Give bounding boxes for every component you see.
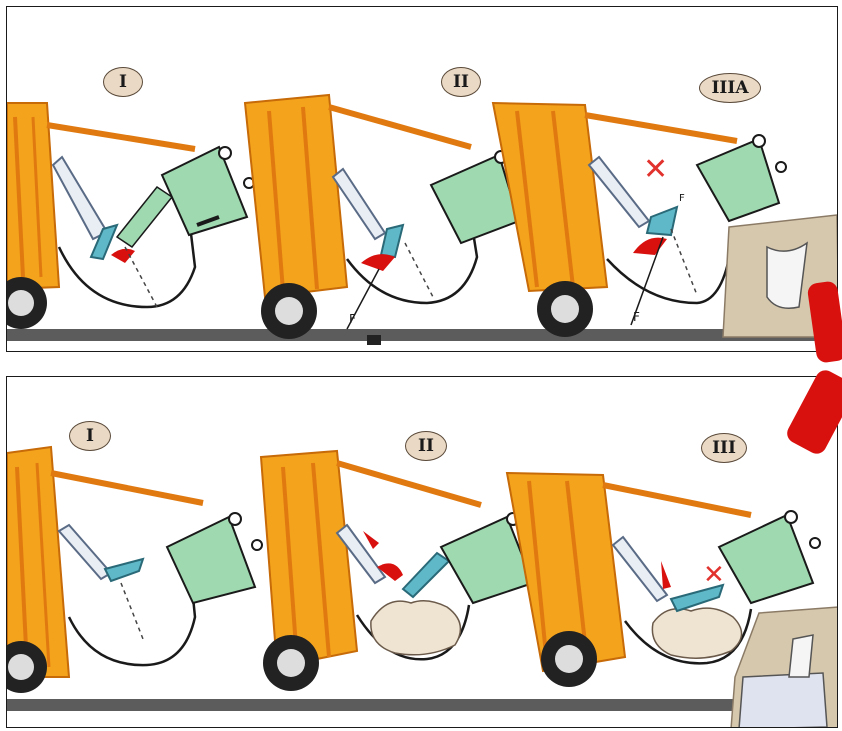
top-sketch-drawing: F F F ✕ [7,7,838,352]
wheel-icon [8,654,34,680]
red-arrow-icon [111,249,135,263]
bin-stage-1-bottom [167,517,255,603]
ground-strip [7,329,838,341]
waste-pile [652,608,741,658]
red-arrow-icon [363,531,379,549]
red-arrow-icon [361,254,395,271]
truck-stage-3a: F F ✕ [493,103,838,337]
bottom-sketch-panel: ✕ I II III [6,376,838,728]
force-label: F [679,193,685,204]
truck-stage-2-bottom [261,451,540,691]
truck-stage-1-bottom [7,447,262,693]
truck-stage-3-bottom: ✕ [507,473,838,728]
truck-stage-1 [7,103,254,329]
cross-mark-icon: ✕ [643,152,668,187]
stage-label-3-bottom: III [701,433,747,463]
red-arrow-icon [661,561,671,589]
truck-stage-2: F [245,95,524,339]
wheel-icon [277,649,305,677]
stage-label-2: II [441,67,481,97]
wheel-icon [8,290,34,316]
bin-stage-3a [697,139,779,221]
ground-strip [7,699,838,711]
force-label: F [633,310,640,324]
bottom-sketch-drawing: ✕ [7,377,838,728]
stage-label-1-bottom: I [69,421,111,451]
stage-label-3a: IIIA [699,73,761,103]
top-sketch-panel: F F F ✕ [6,6,838,352]
cross-mark-icon: ✕ [703,560,725,590]
wheel-icon [275,297,303,325]
force-label: F [349,312,356,326]
bin-stage-3-bottom [719,515,813,603]
wheel-icon [555,645,583,673]
wheel-icon [551,295,579,323]
stage-label-1: I [103,67,143,97]
stage-label-2-bottom: II [405,431,447,461]
waste-pile [371,601,461,655]
